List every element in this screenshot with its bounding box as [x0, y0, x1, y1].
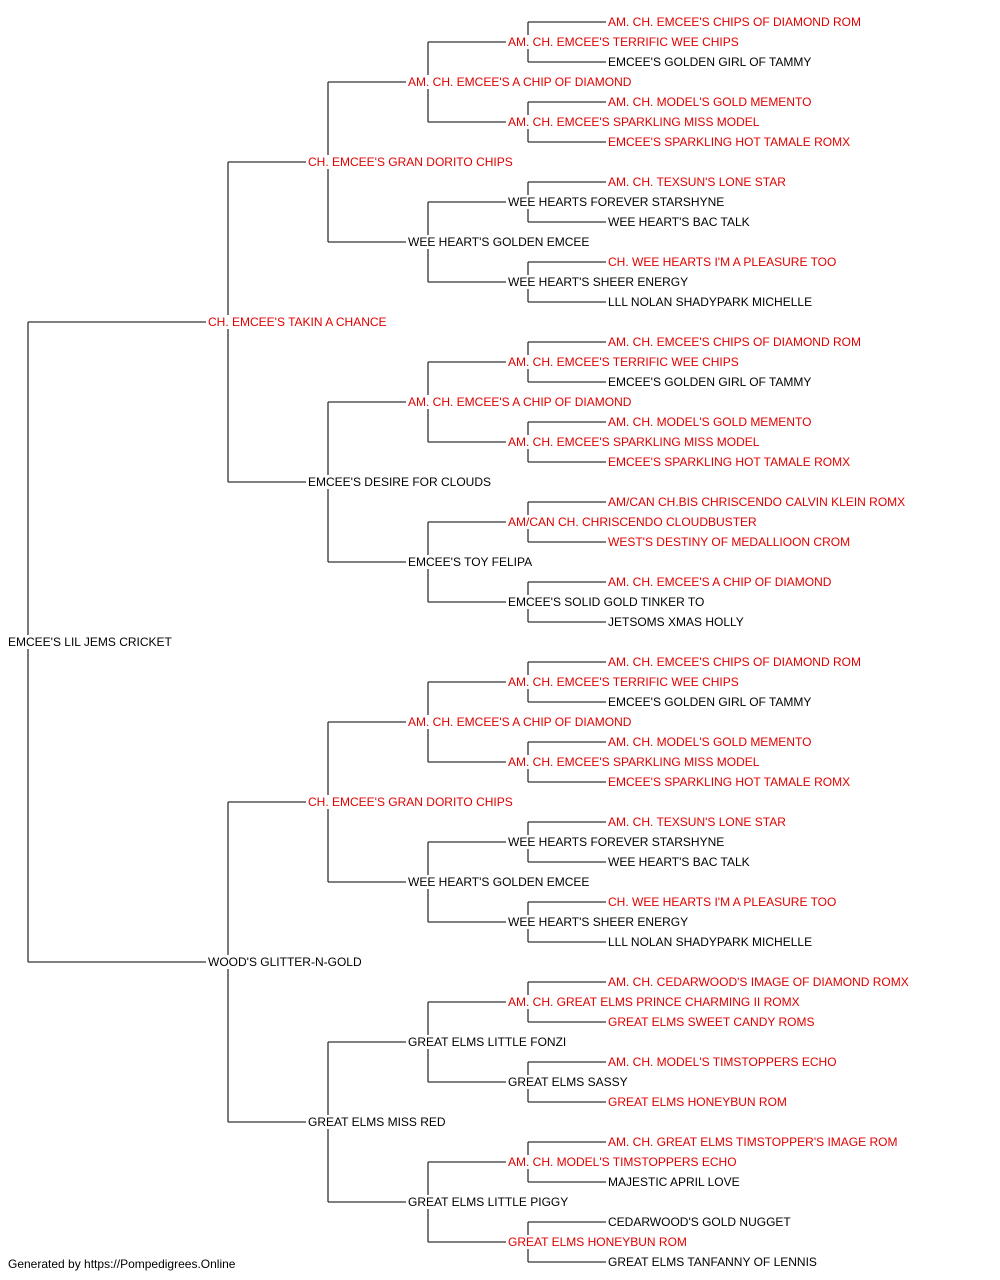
ancestor-gen5-29: AM. CH. GREAT ELMS TIMSTOPPER'S IMAGE RO… — [608, 1135, 900, 1149]
ancestor-gen5-7: CH. WEE HEARTS I'M A PLEASURE TOO — [608, 255, 839, 269]
ancestor-gen5-18: EMCEE'S GOLDEN GIRL OF TAMMY — [608, 695, 814, 709]
ancestor-gen4-16: GREAT ELMS HONEYBUN ROM — [508, 1235, 689, 1249]
ancestor-gen1-2: WOOD'S GLITTER-N-GOLD — [208, 955, 364, 969]
ancestor-gen4-6: AM. CH. EMCEE'S SPARKLING MISS MODEL — [508, 435, 762, 449]
ancestor-gen2-1: CH. EMCEE'S GRAN DORITO CHIPS — [308, 155, 515, 169]
ancestor-gen5-23: CH. WEE HEARTS I'M A PLEASURE TOO — [608, 895, 839, 909]
ancestor-gen3-7: GREAT ELMS LITTLE FONZI — [408, 1035, 569, 1049]
ancestor-gen3-4: EMCEE'S TOY FELIPA — [408, 555, 535, 569]
ancestor-gen5-9: AM. CH. EMCEE'S CHIPS OF DIAMOND ROM — [608, 335, 863, 349]
ancestor-gen5-22: WEE HEART'S BAC TALK — [608, 855, 752, 869]
ancestor-gen1-1: CH. EMCEE'S TAKIN A CHANCE — [208, 315, 389, 329]
ancestor-gen5-15: AM. CH. EMCEE'S A CHIP OF DIAMOND — [608, 575, 834, 589]
ancestor-gen5-1: AM. CH. EMCEE'S CHIPS OF DIAMOND ROM — [608, 15, 863, 29]
ancestor-gen5-24: LLL NOLAN SHADYPARK MICHELLE — [608, 935, 815, 949]
ancestor-gen4-11: WEE HEARTS FOREVER STARSHYNE — [508, 835, 727, 849]
ancestor-gen4-13: AM. CH. GREAT ELMS PRINCE CHARMING II RO… — [508, 995, 802, 1009]
ancestor-gen5-27: AM. CH. MODEL'S TIMSTOPPERS ECHO — [608, 1055, 839, 1069]
ancestor-gen3-3: AM. CH. EMCEE'S A CHIP OF DIAMOND — [408, 395, 634, 409]
ancestor-gen5-12: EMCEE'S SPARKLING HOT TAMALE ROMX — [608, 455, 853, 469]
ancestor-gen4-9: AM. CH. EMCEE'S TERRIFIC WEE CHIPS — [508, 675, 741, 689]
subject-name: EMCEE'S LIL JEMS CRICKET — [8, 635, 174, 649]
ancestor-gen3-5: AM. CH. EMCEE'S A CHIP OF DIAMOND — [408, 715, 634, 729]
ancestor-gen5-19: AM. CH. MODEL'S GOLD MEMENTO — [608, 735, 814, 749]
ancestor-gen4-8: EMCEE'S SOLID GOLD TINKER TO — [508, 595, 707, 609]
ancestor-gen5-14: WEST'S DESTINY OF MEDALLIOON CROM — [608, 535, 853, 549]
ancestor-gen2-2: EMCEE'S DESIRE FOR CLOUDS — [308, 475, 493, 489]
ancestor-gen5-11: AM. CH. MODEL'S GOLD MEMENTO — [608, 415, 814, 429]
ancestor-gen3-2: WEE HEART'S GOLDEN EMCEE — [408, 235, 592, 249]
ancestor-gen5-8: LLL NOLAN SHADYPARK MICHELLE — [608, 295, 815, 309]
ancestor-gen4-15: AM. CH. MODEL'S TIMSTOPPERS ECHO — [508, 1155, 739, 1169]
ancestor-gen5-3: AM. CH. MODEL'S GOLD MEMENTO — [608, 95, 814, 109]
ancestor-gen4-2: AM. CH. EMCEE'S SPARKLING MISS MODEL — [508, 115, 762, 129]
ancestor-gen5-30: MAJESTIC APRIL LOVE — [608, 1175, 742, 1189]
ancestor-gen3-6: WEE HEART'S GOLDEN EMCEE — [408, 875, 592, 889]
ancestor-gen5-28: GREAT ELMS HONEYBUN ROM — [608, 1095, 789, 1109]
ancestor-gen3-8: GREAT ELMS LITTLE PIGGY — [408, 1195, 571, 1209]
ancestor-gen5-4: EMCEE'S SPARKLING HOT TAMALE ROMX — [608, 135, 853, 149]
ancestor-gen4-1: AM. CH. EMCEE'S TERRIFIC WEE CHIPS — [508, 35, 741, 49]
ancestor-gen5-32: GREAT ELMS TANFANNY OF LENNIS — [608, 1255, 819, 1269]
ancestor-gen5-16: JETSOMS XMAS HOLLY — [608, 615, 746, 629]
ancestor-gen5-6: WEE HEART'S BAC TALK — [608, 215, 752, 229]
ancestor-gen5-10: EMCEE'S GOLDEN GIRL OF TAMMY — [608, 375, 814, 389]
ancestor-gen2-4: GREAT ELMS MISS RED — [308, 1115, 448, 1129]
ancestor-gen5-25: AM. CH. CEDARWOOD'S IMAGE OF DIAMOND ROM… — [608, 975, 911, 989]
ancestor-gen5-20: EMCEE'S SPARKLING HOT TAMALE ROMX — [608, 775, 853, 789]
ancestor-gen5-21: AM. CH. TEXSUN'S LONE STAR — [608, 815, 788, 829]
ancestor-gen4-7: AM/CAN CH. CHRISCENDO CLOUDBUSTER — [508, 515, 759, 529]
ancestor-gen5-31: CEDARWOOD'S GOLD NUGGET — [608, 1215, 793, 1229]
ancestor-gen4-14: GREAT ELMS SASSY — [508, 1075, 630, 1089]
ancestor-gen3-1: AM. CH. EMCEE'S A CHIP OF DIAMOND — [408, 75, 634, 89]
ancestor-gen4-4: WEE HEART'S SHEER ENERGY — [508, 275, 691, 289]
ancestor-gen4-3: WEE HEARTS FOREVER STARSHYNE — [508, 195, 727, 209]
ancestor-gen4-10: AM. CH. EMCEE'S SPARKLING MISS MODEL — [508, 755, 762, 769]
ancestor-gen5-5: AM. CH. TEXSUN'S LONE STAR — [608, 175, 788, 189]
ancestor-gen2-3: CH. EMCEE'S GRAN DORITO CHIPS — [308, 795, 515, 809]
ancestor-gen4-12: WEE HEART'S SHEER ENERGY — [508, 915, 691, 929]
ancestor-gen5-13: AM/CAN CH.BIS CHRISCENDO CALVIN KLEIN RO… — [608, 495, 908, 509]
generated-by-footer: Generated by https://Pompedigrees.Online — [8, 1257, 236, 1271]
ancestor-gen5-2: EMCEE'S GOLDEN GIRL OF TAMMY — [608, 55, 814, 69]
ancestor-gen5-26: GREAT ELMS SWEET CANDY ROMS — [608, 1015, 817, 1029]
ancestor-gen5-17: AM. CH. EMCEE'S CHIPS OF DIAMOND ROM — [608, 655, 863, 669]
ancestor-gen4-5: AM. CH. EMCEE'S TERRIFIC WEE CHIPS — [508, 355, 741, 369]
